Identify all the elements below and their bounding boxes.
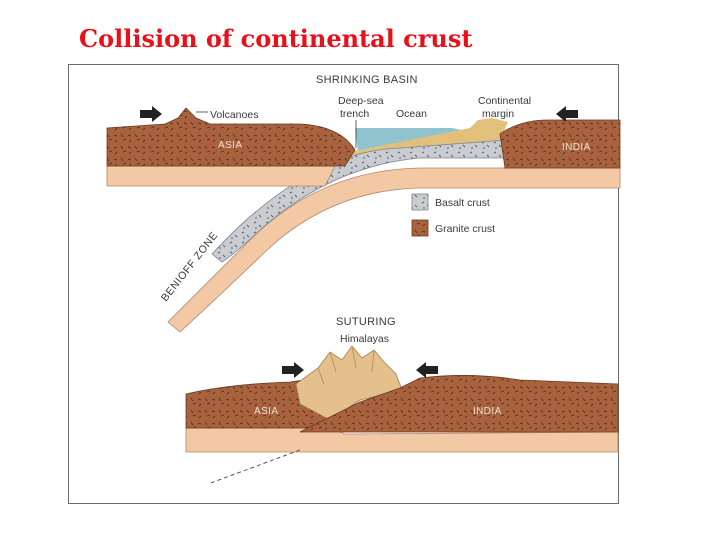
margin-label-line2: margin <box>482 108 514 120</box>
asia-label-top: ASIA <box>218 140 242 151</box>
trench-label-line2: trench <box>340 108 369 120</box>
arrow-left-icon-bottom <box>416 362 438 378</box>
arrow-left-icon <box>556 106 578 122</box>
india-label-bottom: INDIA <box>473 406 502 417</box>
india-granite-crust <box>499 119 621 169</box>
ocean-label: Ocean <box>396 108 427 120</box>
india-mantle-slab <box>167 167 621 333</box>
old-slab-dashed-line <box>207 449 301 485</box>
suturing-panel: SUTURING Himalayas ASIA INDIA <box>185 316 619 485</box>
shrinking-basin-panel: SHRINKING BASIN Volcanoes Deep-sea trenc… <box>106 74 621 333</box>
legend-label-basalt: Basalt crust <box>435 197 490 209</box>
asia-label-bottom: ASIA <box>254 406 278 417</box>
trench-label-line1: Deep-sea <box>338 95 384 107</box>
legend: Basalt crust Granite crust <box>411 193 495 237</box>
volcanoes-label: Volcanoes <box>210 109 258 121</box>
shrinking-basin-heading: SHRINKING BASIN <box>316 74 418 86</box>
himalayas-ridges <box>317 345 375 385</box>
asia-granite-crust <box>106 107 356 167</box>
asia-mantle-layer <box>106 165 336 187</box>
margin-label-line1: Continental <box>478 95 531 107</box>
slide-title: Collision of continental crust <box>79 24 473 53</box>
legend-swatch-granite <box>411 219 429 237</box>
arrow-right-icon <box>140 106 162 122</box>
india-label-top: INDIA <box>562 142 591 153</box>
himalayas-label: Himalayas <box>340 333 389 345</box>
suture-india-crust <box>299 375 619 433</box>
legend-swatch-basalt <box>411 193 429 211</box>
suturing-heading: SUTURING <box>336 316 396 328</box>
legend-label-granite: Granite crust <box>435 223 495 235</box>
arrow-right-icon-bottom <box>282 362 304 378</box>
